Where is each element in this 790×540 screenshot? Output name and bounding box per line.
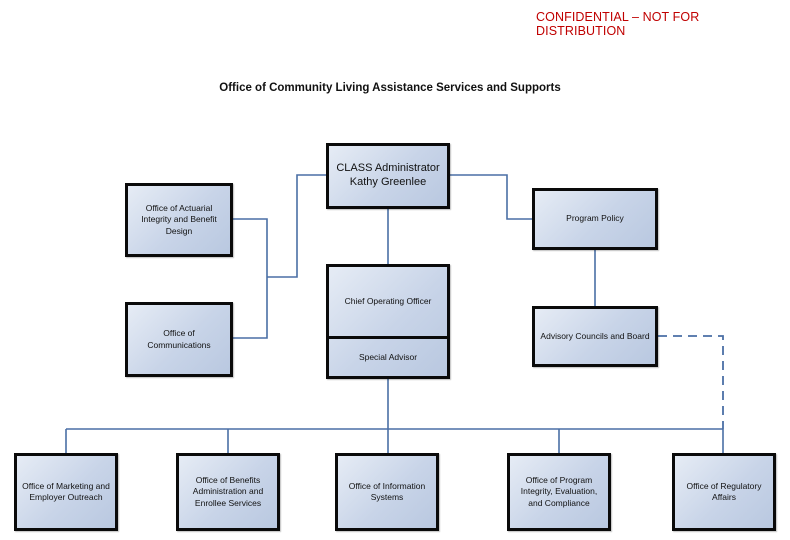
confidential-banner: CONFIDENTIAL – NOT FOR DISTRIBUTION	[536, 10, 700, 38]
chart-title: Office of Community Living Assistance Se…	[219, 82, 561, 94]
box-office-program-integrity: Office of Program Integrity, Evaluation,…	[507, 453, 611, 531]
office-marketing-label: Office of Marketing and Employer Outreac…	[22, 480, 110, 502]
box-class-administrator: CLASS Administrator Kathy Greenlee	[326, 143, 450, 209]
administrator-name: Kathy Greenlee	[349, 176, 427, 188]
special-advisor-label: Special Advisor	[358, 351, 418, 362]
box-communications-label: Office of Communications	[147, 328, 211, 350]
coo-label: Chief Operating Officer	[344, 295, 432, 306]
box-advisory-councils: Advisory Councils and Board	[532, 306, 658, 367]
box-program-policy: Program Policy	[532, 188, 658, 250]
box-office-marketing: Office of Marketing and Employer Outreac…	[14, 453, 118, 531]
office-regulatory-label: Office of Regulatory Affairs	[686, 480, 762, 502]
box-office-regulatory-affairs: Office of Regulatory Affairs	[672, 453, 776, 531]
box-chief-operating-officer: Chief Operating Officer	[329, 267, 447, 339]
office-information-label: Office of Information Systems	[348, 480, 426, 502]
box-office-information-systems: Office of Information Systems	[335, 453, 439, 531]
box-special-advisor: Special Advisor	[329, 339, 447, 376]
office-integrity-label: Office of Program Integrity, Evaluation,…	[520, 475, 598, 508]
box-coo: Chief Operating Officer Special Advisor	[326, 264, 450, 379]
box-actuarial-label: Office of Actuarial Integrity and Benefi…	[141, 203, 217, 236]
program-policy-label: Program Policy	[566, 213, 624, 224]
box-communications: Office of Communications	[125, 302, 233, 377]
box-office-benefits: Office of Benefits Administration and En…	[176, 453, 280, 531]
box-actuarial: Office of Actuarial Integrity and Benefi…	[125, 183, 233, 257]
office-benefits-label: Office of Benefits Administration and En…	[192, 475, 264, 508]
connector-advisory-dashed	[658, 335, 724, 429]
administrator-title: CLASS Administrator	[336, 162, 440, 175]
connector-admin-left	[267, 174, 326, 278]
advisory-label: Advisory Councils and Board	[540, 330, 650, 341]
connector-actuarial	[232, 218, 268, 339]
connector-admin-policy	[450, 174, 532, 220]
